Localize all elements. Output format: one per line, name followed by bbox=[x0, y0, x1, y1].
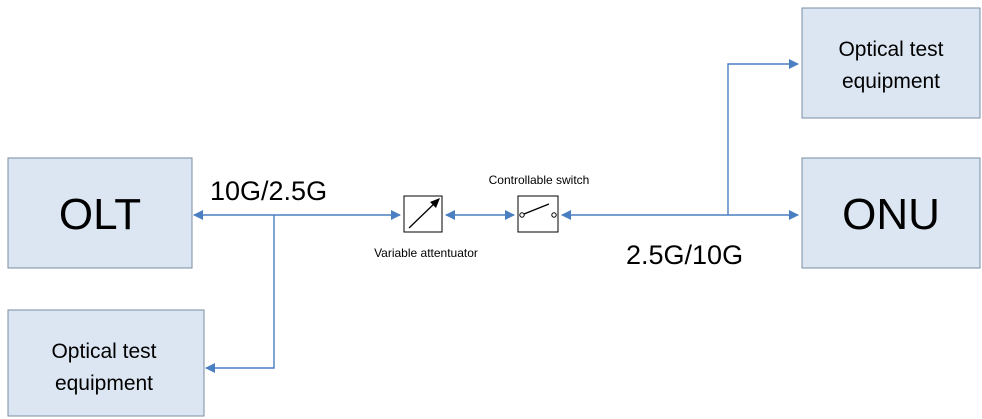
olt-label: OLT bbox=[59, 190, 141, 239]
olt-node: OLT bbox=[7, 157, 193, 269]
switch-contact-right bbox=[551, 212, 557, 218]
test-equipment-top-line1: Optical test bbox=[838, 38, 943, 61]
test-equipment-bottom-line2: equipment bbox=[55, 372, 153, 395]
onu-label: ONU bbox=[842, 190, 940, 239]
variable-attenuator: Variable attentuator bbox=[374, 195, 478, 260]
onu-node: ONU bbox=[801, 157, 981, 269]
link-tap-to-top-test-equipment bbox=[727, 59, 799, 215]
test-equipment-bottom-box bbox=[7, 309, 205, 417]
test-equipment-bottom-node: Optical test equipment bbox=[7, 309, 205, 417]
switch-contact-left bbox=[519, 212, 525, 218]
link-tap-to-bottom-test-equipment bbox=[205, 215, 275, 373]
rate-label-onu-side: 2.5G/10G bbox=[626, 240, 743, 270]
switch-label: Controllable switch bbox=[489, 173, 590, 187]
test-equipment-bottom-line1: Optical test bbox=[51, 340, 156, 363]
olt-box bbox=[7, 157, 193, 269]
controllable-switch: Controllable switch bbox=[489, 173, 590, 233]
attenuator-label: Variable attentuator bbox=[374, 246, 478, 260]
onu-box bbox=[801, 157, 981, 269]
test-equipment-top-node: Optical test equipment bbox=[801, 7, 981, 119]
switch-lever bbox=[523, 203, 550, 215]
rate-label-olt-side: 10G/2.5G bbox=[210, 176, 327, 206]
test-equipment-top-line2: equipment bbox=[842, 70, 940, 93]
test-equipment-top-box bbox=[801, 7, 981, 119]
attenuator-arrowhead-icon bbox=[430, 198, 440, 208]
